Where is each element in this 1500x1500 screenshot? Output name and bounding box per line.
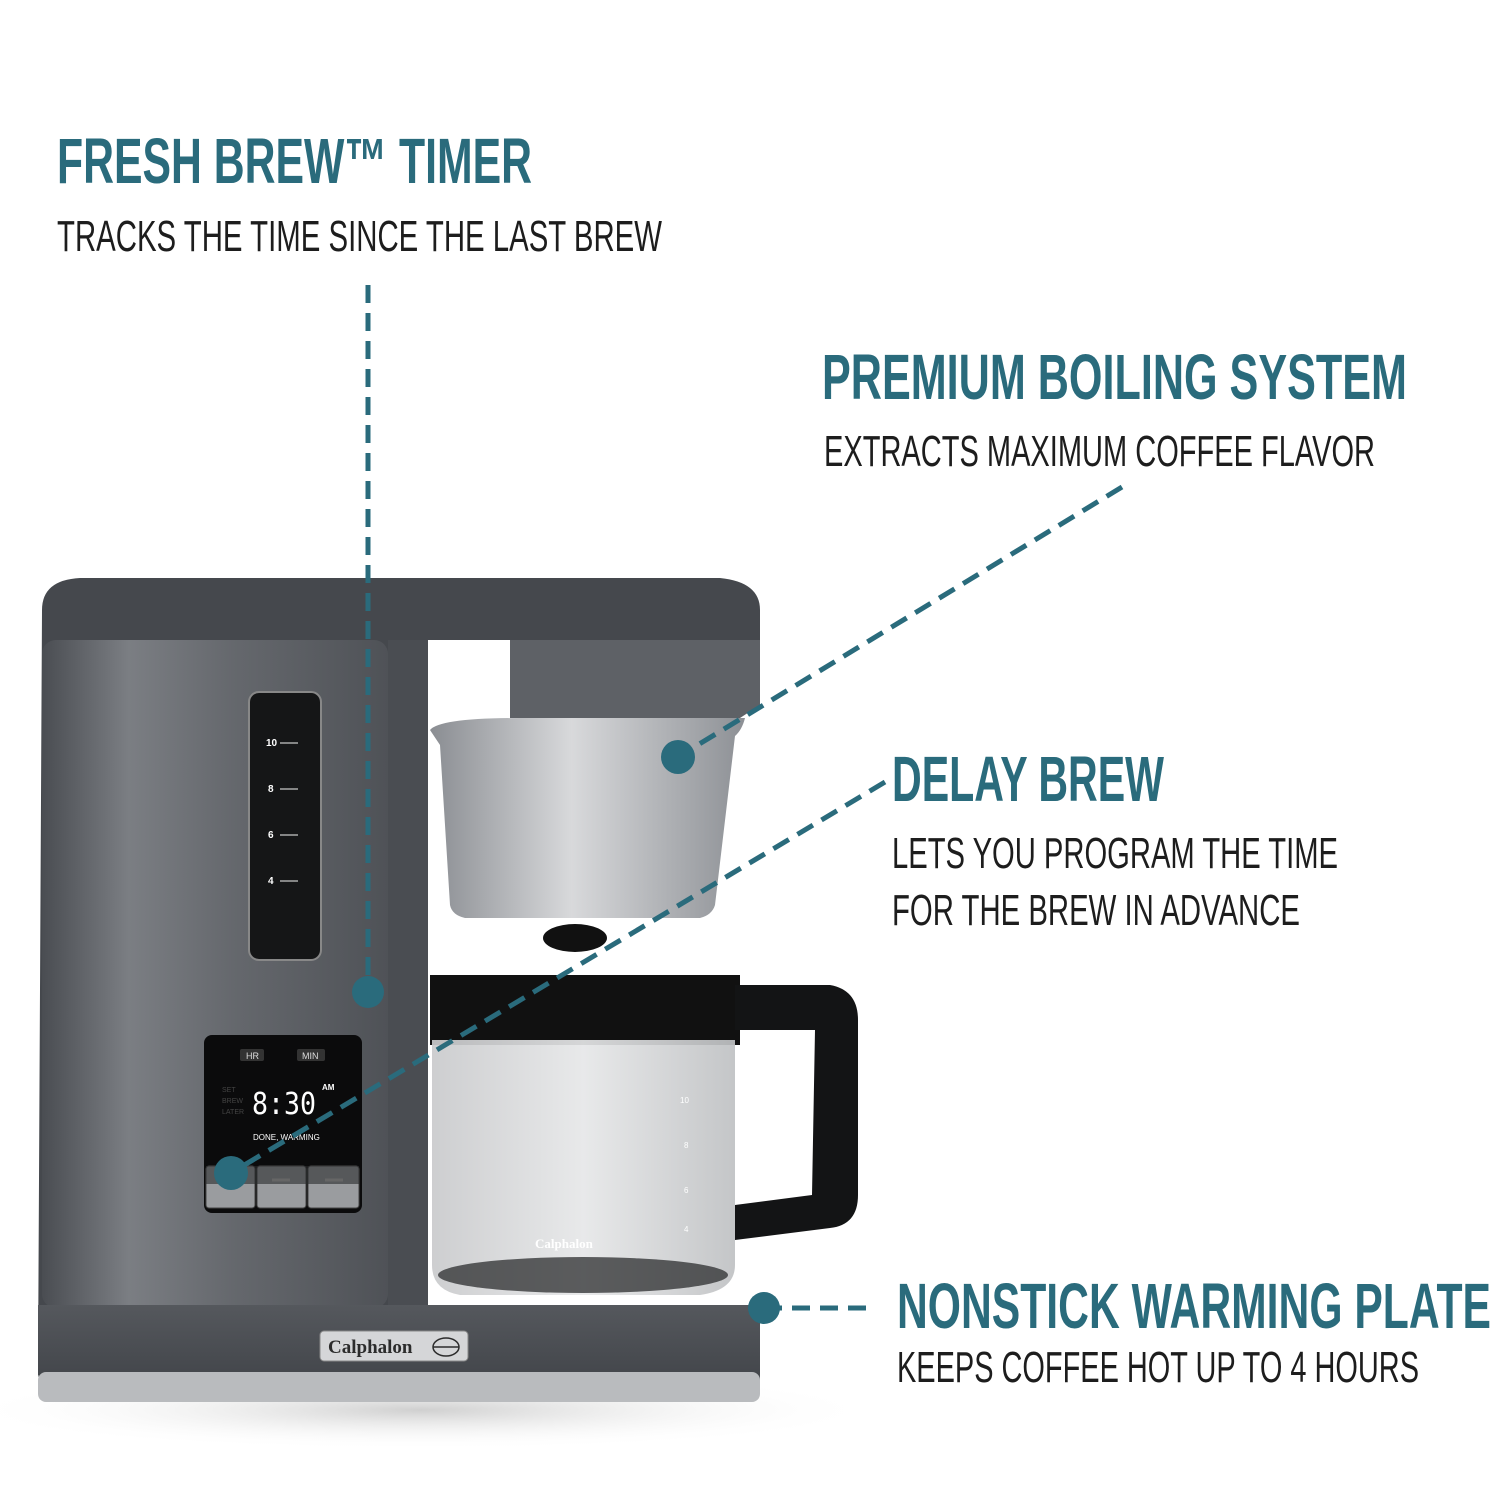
- carafe-lid: [430, 975, 740, 1045]
- carafe-mark-6: 6: [684, 1186, 689, 1195]
- water-ticks: [280, 742, 298, 882]
- column: [388, 640, 428, 1310]
- carafe-logo: Calphalon: [535, 1236, 594, 1251]
- carafe-mark-8: 8: [684, 1141, 689, 1150]
- carafe-bottom: [438, 1257, 728, 1293]
- callout-line-delay: [229, 779, 887, 1176]
- brew-basket: [430, 718, 745, 918]
- display-later-label: LATER: [222, 1109, 244, 1116]
- display-brew-label: BREW: [222, 1098, 243, 1105]
- brew-head: [510, 640, 760, 718]
- carafe-mark-4: 4: [684, 1225, 689, 1234]
- feature-subtitle-boiling: EXTRACTS MAXIMUM COFFEE FLAVOR: [824, 427, 1375, 476]
- callout-line-boiling: [676, 484, 1124, 760]
- hr-label: HR: [246, 1051, 259, 1061]
- feature-subtitle-delay-line1: LETS YOU PROGRAM THE TIME: [892, 829, 1338, 878]
- brand-logo: Calphalon: [328, 1337, 413, 1358]
- min-label: MIN: [302, 1051, 319, 1061]
- water-mark-8: 8: [268, 784, 274, 795]
- callout-lines: [229, 285, 1124, 1311]
- feature-subtitle-plate: KEEPS COFFEE HOT UP TO 4 HOURS: [897, 1343, 1419, 1392]
- water-mark-10: 10: [266, 738, 278, 749]
- feature-title-plate: NONSTICK WARMING PLATE: [897, 1270, 1491, 1342]
- water-level-window: [248, 691, 322, 961]
- feature-title-timer: FRESH BREW™ TIMER: [57, 125, 532, 197]
- brand-emblem-icon: [432, 1337, 460, 1357]
- water-mark-6: 6: [268, 830, 274, 841]
- min-label-box: [297, 1049, 325, 1061]
- callout-dot-timer: [352, 976, 384, 1008]
- feature-title-boiling: PREMIUM BOILING SYSTEM: [822, 341, 1407, 413]
- base-trim: [38, 1372, 760, 1402]
- callout-dot-boiling: [661, 740, 695, 774]
- display-status: DONE, WARMING: [253, 1133, 320, 1142]
- water-mark-4: 4: [268, 876, 274, 887]
- feature-subtitle-delay-line2: FOR THE BREW IN ADVANCE: [892, 886, 1300, 935]
- feature-title-delay: DELAY BREW: [892, 743, 1164, 815]
- brand-badge: [319, 1330, 469, 1362]
- glass-carafe: [432, 1040, 735, 1295]
- callout-dot-plate: [748, 1292, 780, 1324]
- display-set-label: SET: [222, 1087, 236, 1094]
- display-time: 8:30: [252, 1087, 316, 1122]
- carafe-mark-10: 10: [680, 1096, 689, 1105]
- hr-label-box: [240, 1049, 264, 1061]
- carafe-handle[interactable]: [735, 985, 858, 1240]
- callout-dot-delay: [214, 1156, 248, 1190]
- display-ampm: AM: [322, 1083, 335, 1092]
- drip-valve: [543, 924, 607, 952]
- feature-subtitle-timer: TRACKS THE TIME SINCE THE LAST BREW: [57, 212, 662, 261]
